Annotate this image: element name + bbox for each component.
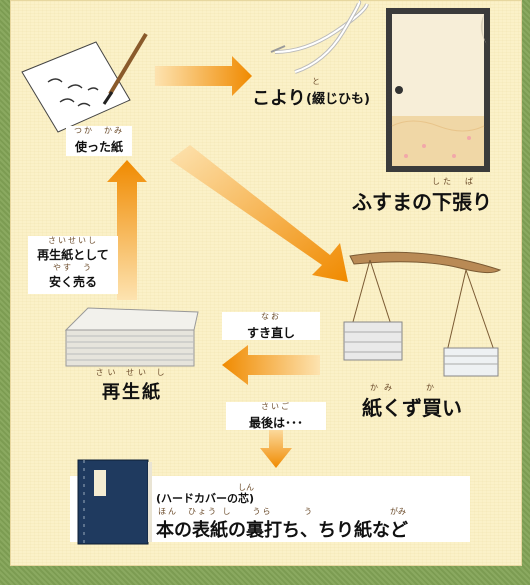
recycled-paper-stack-illustration — [64, 307, 199, 367]
book-illustration — [77, 459, 152, 545]
sukinaoshi-label: なお すき直し — [222, 312, 320, 340]
fusuma-label: した ば ふすまの下張り — [352, 177, 492, 214]
arrow-to-kamikuzu — [170, 145, 348, 282]
recycled-label: さい せい し 再生紙 — [95, 368, 169, 403]
koyori-label: と こより (綴じひも) — [252, 77, 370, 109]
koyori-strings-illustration — [270, 0, 369, 74]
book-uses-text: しん (ハードカバーの芯) ほん ひょう し うら う がみ 本の表紙の裏打ち、… — [156, 483, 408, 541]
arrow-to-koyori — [155, 56, 252, 96]
kamikuzu-label: かみ か 紙くず買い — [362, 383, 462, 420]
finally-label: さいご 最後は･･･ — [226, 402, 326, 430]
fusuma-illustration — [386, 8, 490, 172]
used-paper-illustration — [21, 32, 148, 133]
arrow-to-recycled — [222, 345, 320, 385]
resell-label: さいせいし 再生紙として やす う 安く売る — [28, 236, 118, 294]
used-paper-label: つか かみ 使った紙 — [66, 126, 132, 156]
scale-illustration — [343, 251, 502, 377]
arrow-to-book — [260, 425, 292, 468]
